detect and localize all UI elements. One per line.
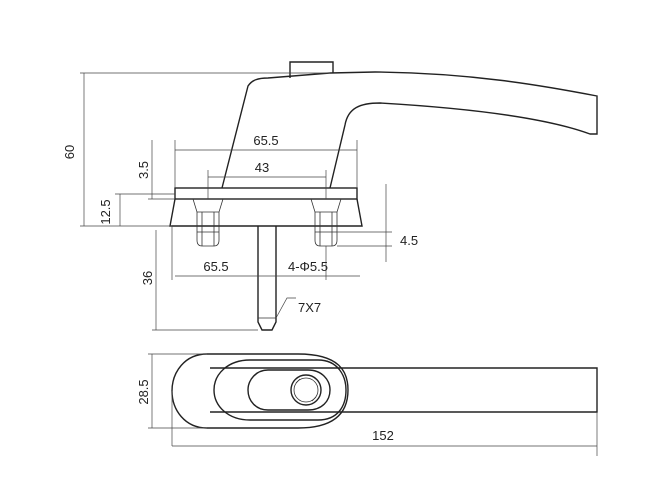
lever-head	[213, 359, 347, 421]
dim-hole-spacing-outer: 65.5	[253, 133, 278, 148]
dim-overall-height: 60	[62, 145, 77, 159]
dim-spindle-size: 7X7	[298, 300, 321, 315]
rose-oval	[171, 353, 349, 429]
top-view	[148, 353, 598, 456]
right-screw	[310, 198, 342, 247]
lever-outline	[221, 71, 598, 189]
dim-spindle-offset: 65.5	[203, 259, 228, 274]
rose-body	[169, 198, 363, 227]
base-plate	[174, 187, 358, 200]
dim-base-thickness: 12.5	[98, 199, 113, 224]
spindle	[257, 226, 277, 331]
lever-arm	[210, 367, 598, 413]
dim-hole-spacing-inner: 43	[255, 160, 269, 175]
dim-overall-length: 152	[372, 428, 394, 443]
dim-hole-count-dia: 4-Φ5.5	[288, 259, 328, 274]
lock-capsule	[247, 369, 331, 411]
lock-cylinder-icon	[290, 374, 322, 406]
left-screw	[192, 198, 224, 247]
side-view	[80, 61, 598, 331]
handle-top-tab	[289, 61, 334, 78]
dim-screw-depth: 4.5	[400, 233, 418, 248]
dim-spindle-length: 36	[140, 271, 155, 285]
dim-rose-width: 28.5	[136, 379, 151, 404]
dim-base-to-pin: 3.5	[136, 161, 151, 179]
